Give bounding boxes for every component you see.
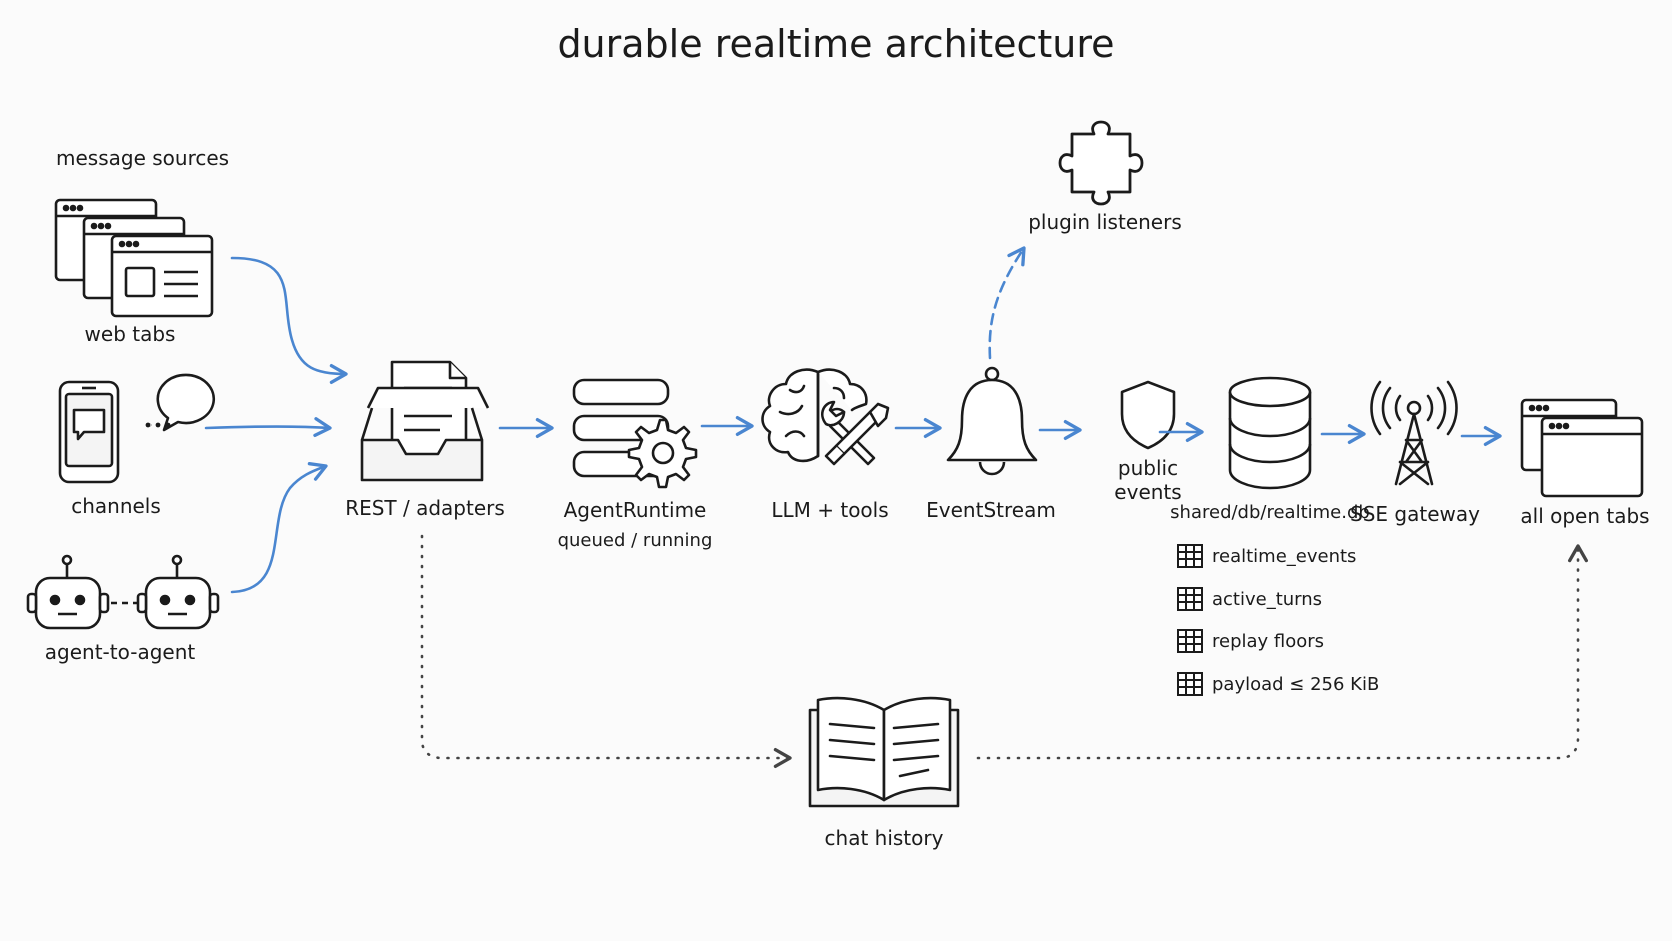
channels-label: channels [71,494,161,518]
database-icon [1228,376,1312,490]
tools-icon [821,400,890,466]
plugin-listeners-label: plugin listeners [1028,210,1182,234]
brain-icon [761,368,868,463]
db-table-active-turns: active_turns [1212,589,1323,610]
table-icon-3 [1177,629,1203,653]
table-icon-4 [1177,672,1203,696]
rest-adapters-label: REST / adapters [345,496,505,520]
web-tabs-label: web tabs [84,322,176,346]
db-table-replay-floors: replay floors [1212,631,1325,652]
db-table-payload-limit: payload ≤ 256 KiB [1212,674,1380,695]
arrow-eventstream-to-plugins [988,246,1026,360]
eventstream-label: EventStream [926,498,1056,522]
antenna-tower-icon [1370,380,1458,486]
dotted-rest-to-history [420,534,792,768]
db-table-realtime-events: realtime_events [1212,546,1357,567]
web-tabs-icon [54,198,214,318]
page-title: durable realtime architecture [557,22,1115,66]
all-open-tabs-label: all open tabs [1520,504,1650,528]
database-label: shared/db/realtime.db [1170,502,1370,523]
dotted-history-to-tabs [976,544,1588,760]
open-book-icon [808,696,960,808]
table-icon-2 [1177,587,1203,611]
chat-history-label: chat history [824,826,944,850]
agent-runtime-state: queued / running [557,530,713,551]
shield-icon [1120,380,1176,450]
llm-tools-label: LLM + tools [771,498,889,522]
all-tabs-icon [1520,398,1644,498]
sse-gateway-label: SSE gateway [1350,502,1480,526]
arrow-channels-to-rest [204,417,332,437]
puzzle-piece-icon [1058,120,1144,206]
gear-icon [627,418,698,489]
arrow-agents-to-rest [230,462,328,594]
robot-left-icon [26,554,110,630]
phone-icon [58,380,120,484]
arrow-webtabs-to-rest [230,256,348,384]
sources-heading: message sources [56,146,230,170]
public-events-label-line1: public [1117,456,1179,480]
public-events-label-line2: events [1114,480,1182,504]
bell-icon [946,366,1038,476]
chat-bubble-icon [145,373,216,432]
robot-right-icon [136,554,220,630]
table-icon-1 [1177,544,1203,568]
inbox-tray-icon [360,360,490,482]
agent-to-agent-label: agent-to-agent [44,640,196,664]
agent-runtime-label: AgentRuntime [563,498,707,522]
